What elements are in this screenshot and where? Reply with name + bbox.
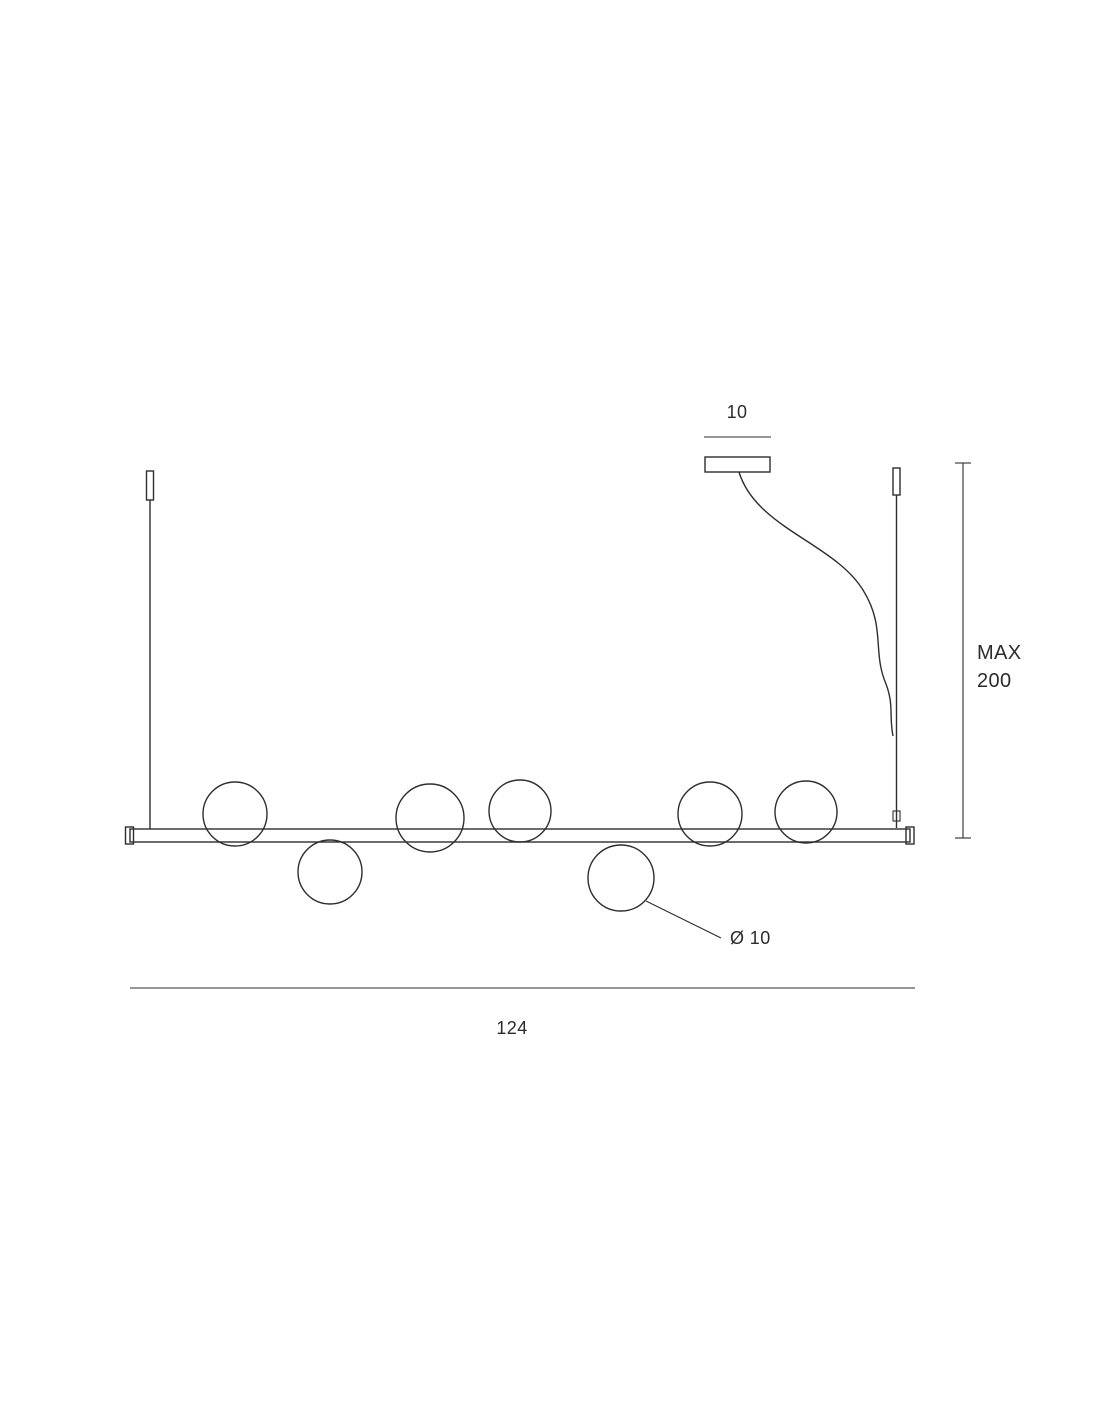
bar-length-label: 124: [496, 1018, 527, 1038]
canopy-width-label: 10: [727, 402, 748, 422]
lamp-bar-right-cap: [905, 826, 915, 845]
sphere-4: [677, 781, 743, 847]
power-cord: [738, 471, 894, 737]
max-height-label-line1: MAX: [977, 642, 1022, 664]
sphere-7: [587, 844, 655, 912]
sphere-3: [488, 779, 552, 843]
right-ceiling-pin: [892, 467, 901, 496]
canopy-dimension-group: 10: [704, 402, 771, 438]
left-suspension-group: [145, 470, 155, 829]
max-height-label-line2: 200: [977, 670, 1012, 692]
sphere-1: [202, 781, 268, 847]
max-height-dimension-group: MAX 200: [955, 462, 1022, 839]
sphere-diameter-leader-line: [645, 900, 722, 939]
right-wire-connector: [892, 810, 901, 822]
sphere-diameter-callout-group: Ø 10: [645, 900, 771, 948]
sphere-5: [774, 780, 838, 844]
bar-length-dimension-group: 124: [130, 987, 915, 1038]
sphere-6: [297, 839, 363, 905]
right-suspension-group: [892, 467, 901, 828]
ceiling-canopy: [704, 456, 771, 473]
spheres-below-bar: [297, 839, 655, 912]
left-ceiling-pin: [145, 470, 155, 501]
spheres-above-bar: [202, 779, 838, 853]
lamp-bar-left-cap: [124, 826, 135, 845]
sphere-2: [395, 783, 465, 853]
sphere-diameter-label: Ø 10: [730, 928, 771, 948]
